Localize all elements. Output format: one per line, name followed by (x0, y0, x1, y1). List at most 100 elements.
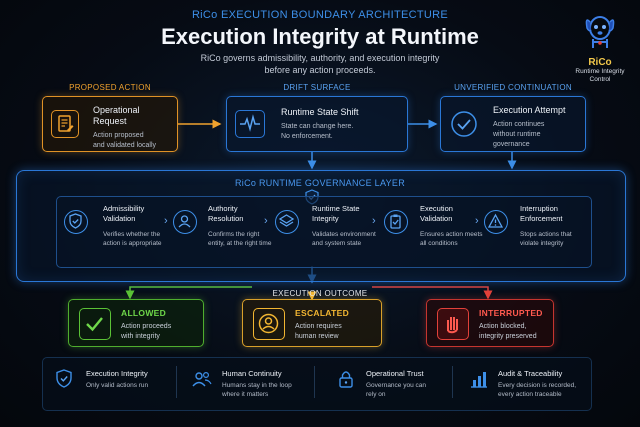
footer-execution-integrity: Execution Integrity Only valid actions r… (86, 369, 176, 390)
diagram-title: Execution Integrity at Runtime (161, 24, 479, 49)
footer-3-desc-line-2: rely on (366, 391, 386, 398)
chevron-right-icon: › (264, 215, 268, 227)
footer-4-title: Audit & Traceability (498, 369, 563, 378)
logo-tagline-line-1: Runtime Integrity (575, 68, 625, 75)
step-3-title-line-2: Integrity (312, 214, 339, 223)
subtitle-line-2: before any action proceeds. (264, 65, 376, 75)
step-5-title-line-2: Enforcement (520, 214, 563, 223)
footer-1-title: Execution Integrity (86, 369, 148, 378)
step-4-title-line-1: Execution (420, 204, 453, 213)
execution-outcome-label: EXECUTION OUTCOME (272, 289, 368, 298)
subtitle-line-1: RiCo governs admissibility, authority, a… (200, 53, 440, 63)
step-4-desc-line-1: Ensures action meets (420, 231, 483, 238)
proposed-desc-line-1: Action proposed (93, 132, 144, 139)
document-edit-icon (51, 110, 79, 138)
step-5-desc-line-1: Stops actions that (520, 231, 572, 238)
proposed-title: Operational Request (93, 105, 177, 127)
drift-desc-line-1: State can change here. (281, 123, 354, 130)
footer-operational-trust: Operational Trust Governance you can rely… (366, 369, 452, 399)
footer-4-desc-line-1: Every decision is recorded, (498, 382, 577, 389)
bar-chart-icon (471, 372, 487, 388)
check-icon (79, 308, 111, 340)
footer-2-title: Human Continuity (222, 369, 282, 378)
footer-human-continuity: Human Continuity Humans stay in the loop… (222, 369, 310, 399)
value-footer (42, 357, 592, 411)
arrow-to-interrupted (372, 286, 493, 300)
chevron-right-icon: › (372, 215, 376, 227)
footer-divider (314, 366, 315, 398)
interrupted-title: INTERRUPTED (479, 308, 543, 318)
unverified-desc-line-2: without runtime (493, 131, 541, 138)
unverified-continuation-box: Execution Attempt Action continues witho… (440, 96, 586, 152)
governance-title: RiCo RUNTIME GOVERNANCE LAYER (234, 178, 406, 188)
footer-audit-traceability: Audit & Traceability Every decision is r… (498, 369, 588, 399)
lock-icon (339, 371, 353, 388)
interrupted-desc-line-2: integrity preserved (479, 333, 537, 340)
step-5-title-line-1: Interruption (520, 204, 558, 213)
unverified-desc: Action continues without runtime governa… (493, 120, 585, 150)
diagram-kicker: RiCo EXECUTION BOUNDARY ARCHITECTURE (191, 9, 449, 21)
warning-icon (484, 210, 508, 234)
interrupted-desc-line-1: Action blocked, (479, 323, 527, 330)
unverified-desc-line-1: Action continues (493, 121, 545, 128)
proposed-action-box: Operational Request Action proposed and … (42, 96, 178, 152)
step-4-title-line-2: Validation (420, 214, 453, 223)
step-2-desc-line-1: Confirms the right (208, 231, 260, 238)
footer-4-desc-line-2: every action traceable (498, 391, 562, 398)
footer-3-desc-line-1: Governance you can (366, 382, 426, 389)
rico-logo: RiCo Runtime Integrity Control (572, 12, 628, 84)
people-icon (192, 371, 212, 387)
step-3-desc-line-1: Validates environment (312, 231, 376, 238)
clipboard-check-icon (384, 210, 408, 234)
unverified-continuation-label: UNVERIFIED CONTINUATION (454, 83, 572, 92)
step-2-title-line-1: Authority (208, 204, 238, 213)
outcome-interrupted-box: INTERRUPTED Action blocked, integrity pre… (426, 299, 554, 347)
drift-desc-line-2: No enforcement. (281, 133, 333, 140)
stop-hand-icon (437, 308, 469, 340)
heartbeat-icon (235, 110, 265, 138)
logo-name: RiCo (588, 57, 612, 68)
step-5-desc-line-2: violate integrity (520, 240, 564, 247)
proposed-title-line-1: Operational (93, 105, 140, 115)
step-2-title-line-2: Resolution (208, 214, 244, 223)
footer-3-title: Operational Trust (366, 369, 424, 378)
diagram-subtitle: RiCo governs admissibility, authority, a… (150, 52, 490, 76)
escalated-desc-line-1: Action requires (295, 323, 342, 330)
drift-surface-box: Runtime State Shift State can change her… (226, 96, 408, 152)
proposed-action-label: PROPOSED ACTION (69, 83, 151, 92)
footer-2-desc-line-1: Humans stay in the loop (222, 382, 292, 389)
logo-tagline: Runtime Integrity Control (572, 68, 628, 84)
proposed-desc: Action proposed and validated locally (93, 131, 177, 151)
step-1-title-line-2: Validation (103, 214, 136, 223)
step-4-desc-line-2: all conditions (420, 240, 458, 247)
allowed-title: ALLOWED (121, 308, 167, 318)
escalated-desc-line-2: human review (295, 333, 339, 340)
shield-check-icon (56, 369, 72, 388)
footer-divider (176, 366, 177, 398)
outcome-escalated-box: ESCALATED Action requires human review (242, 299, 382, 347)
escalated-title: ESCALATED (295, 308, 350, 318)
logo-tagline-line-2: Control (589, 76, 611, 83)
shield-check-icon (64, 210, 88, 234)
step-1-title-line-1: Admissibility (103, 204, 145, 213)
drift-surface-label: DRIFT SURFACE (283, 83, 351, 92)
unverified-title: Execution Attempt (493, 105, 566, 115)
footer-2-desc-line-2: where it matters (222, 391, 269, 398)
drift-title: Runtime State Shift (281, 107, 359, 117)
footer-1-desc-line-1: Only valid actions run (86, 382, 149, 389)
user-icon (173, 210, 197, 234)
step-2-desc-line-2: entity, at the right time (208, 240, 272, 247)
step-1-desc-line-2: action is appropriate (103, 240, 162, 247)
chevron-right-icon: › (164, 215, 168, 227)
drift-desc: State can change here. No enforcement. (281, 122, 405, 142)
proposed-desc-line-2: and validated locally (93, 142, 157, 149)
layers-icon (275, 210, 299, 234)
step-1-desc-line-1: Verifies whether the (103, 231, 161, 238)
